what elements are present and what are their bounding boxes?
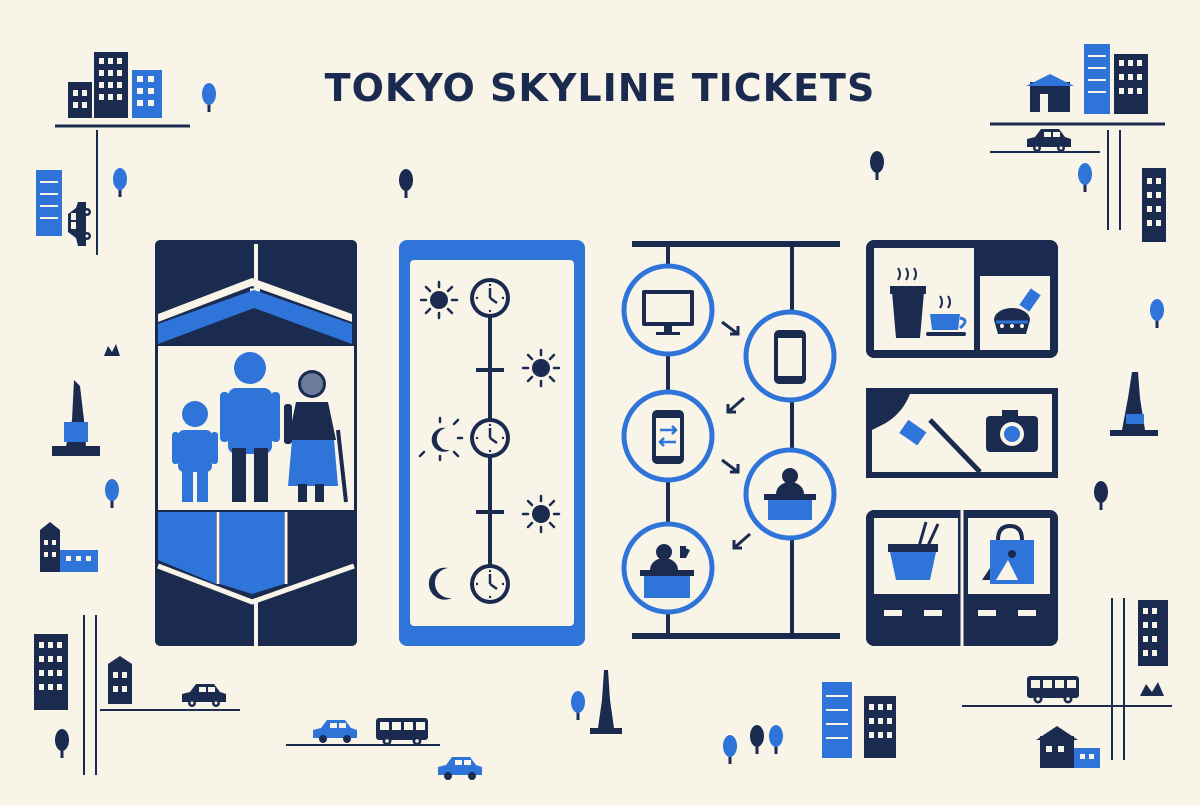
- senior-icon: [284, 370, 348, 503]
- ticket-counter-icon: [743, 447, 837, 541]
- tea-cup-icon: [926, 295, 967, 336]
- child-icon: [172, 401, 218, 502]
- clock-icon: [468, 562, 512, 606]
- city-decor-left-middle: [40, 344, 120, 572]
- panel-amenities: [866, 240, 1058, 646]
- panel-visitors: [155, 240, 357, 646]
- city-decor-bottom-right: [723, 598, 1172, 768]
- noodle-bowl-icon: [888, 521, 940, 580]
- clock-icon: [468, 276, 512, 320]
- sun-icon: [521, 348, 561, 388]
- city-decor-top-right: [870, 44, 1166, 510]
- panel-booking-flow: [621, 241, 840, 639]
- sun-icon: [521, 494, 561, 534]
- crescent-moon-icon: [428, 567, 452, 600]
- cake-icon: [994, 288, 1041, 334]
- mobile-transfer-icon: [621, 389, 715, 483]
- panel-time-slots: [399, 240, 585, 646]
- city-decor-bottom-left: [34, 615, 622, 780]
- city-decor-top-left: [36, 52, 413, 255]
- moon-icon: [418, 416, 464, 462]
- smartphone-icon: [743, 309, 837, 403]
- monitor-icon: [621, 263, 715, 357]
- shopping-bag-icon: [982, 523, 1034, 584]
- adult-icon: [220, 352, 280, 502]
- sun-icon: [419, 280, 459, 320]
- page-title: TOKYO SKYLINE TICKETS: [324, 66, 876, 110]
- coffee-icon: [890, 267, 926, 338]
- clock-icon: [468, 416, 512, 460]
- ticket-agent-icon: [621, 521, 715, 615]
- camera-icon: [986, 410, 1038, 452]
